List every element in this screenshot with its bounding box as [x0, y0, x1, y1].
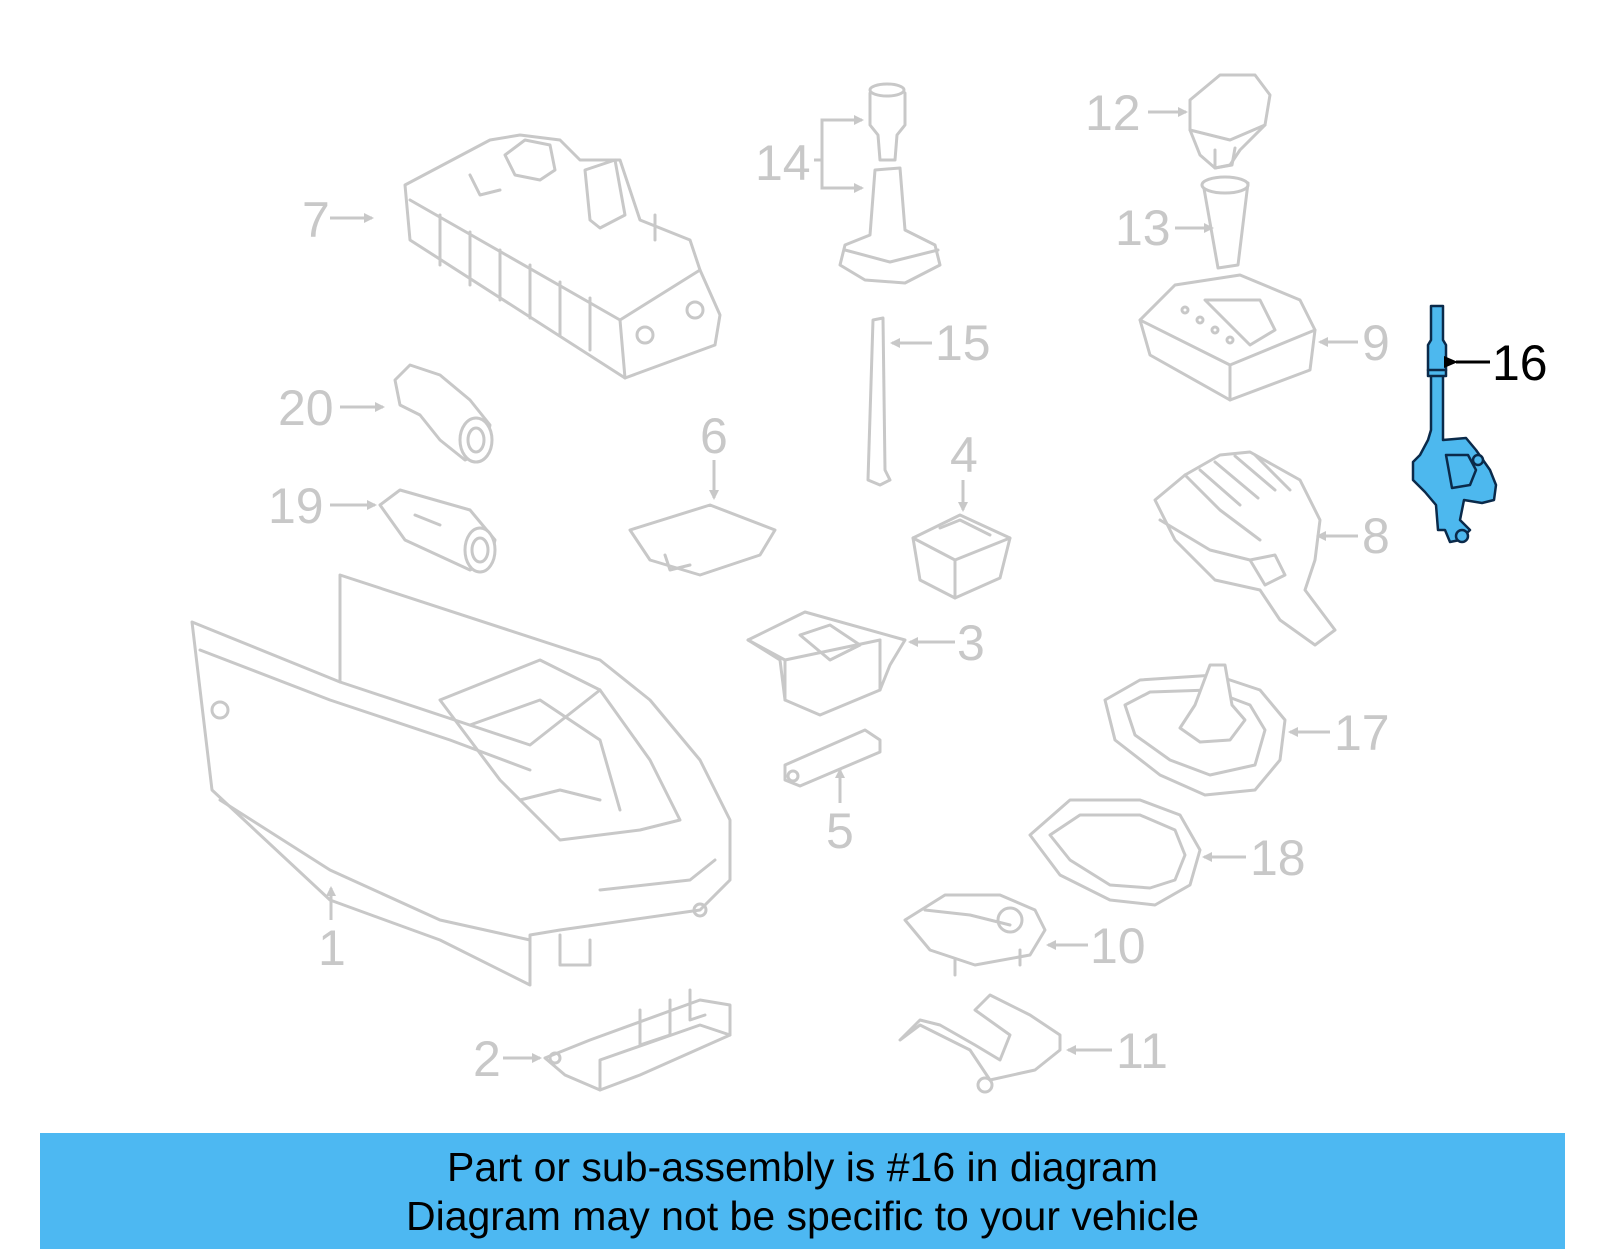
info-banner: Part or sub-assembly is #16 in diagram D… [40, 1133, 1565, 1249]
callout-16-highlighted: 16 [1444, 335, 1548, 391]
callout-3: 3 [908, 615, 985, 671]
svg-text:6: 6 [700, 408, 728, 464]
part-13-sleeve [1200, 175, 1250, 270]
svg-text:17: 17 [1334, 705, 1390, 761]
callout-13: 13 [1115, 200, 1214, 256]
part-3-tray [746, 610, 907, 717]
callout-2: 2 [473, 1031, 542, 1087]
svg-text:16: 16 [1492, 335, 1548, 391]
callout-1: 1 [318, 886, 346, 976]
svg-text:1: 1 [318, 920, 346, 976]
svg-text:15: 15 [935, 315, 991, 371]
part-15-rod [866, 316, 892, 487]
banner-line-2: Diagram may not be specific to your vehi… [405, 1193, 1199, 1239]
callout-12: 12 [1085, 85, 1188, 141]
callout-6: 6 [700, 408, 728, 500]
part-8-gate-cover [1153, 450, 1337, 647]
svg-text:8: 8 [1362, 508, 1390, 564]
part-11-frame [898, 993, 1062, 1094]
part-20-socket [393, 363, 494, 464]
part-19-lighter [378, 488, 497, 574]
callout-20: 20 [278, 380, 385, 436]
callout-9: 9 [1318, 315, 1390, 371]
svg-text:13: 13 [1115, 200, 1171, 256]
part-9-indicator-plate [1138, 273, 1317, 402]
part-12-knob [1188, 73, 1272, 170]
svg-text:18: 18 [1250, 830, 1306, 886]
callout-4: 4 [950, 427, 978, 512]
svg-text:7: 7 [302, 192, 330, 248]
callout-14: 14 [755, 115, 864, 193]
svg-text:10: 10 [1090, 918, 1146, 974]
part-2-bracket [543, 988, 732, 1092]
part-6-lid [628, 503, 777, 577]
svg-text:19: 19 [268, 478, 324, 534]
part-5-clip [783, 728, 882, 788]
part-16-shift-lever [1411, 304, 1498, 544]
callout-18: 18 [1202, 830, 1306, 886]
part-14-knob-boot [838, 82, 942, 285]
svg-text:11: 11 [1116, 1023, 1168, 1079]
callout-10: 10 [1046, 918, 1146, 974]
svg-text:4: 4 [950, 427, 978, 483]
part-4-box [911, 513, 1012, 600]
callout-5: 5 [826, 768, 854, 859]
callout-11: 11 [1066, 1023, 1168, 1079]
part-7-shifter-housing [403, 133, 722, 380]
part-10-cover [903, 893, 1047, 977]
part-1-center-console [190, 573, 732, 987]
part-18-trim [1028, 798, 1202, 907]
svg-text:12: 12 [1085, 85, 1141, 141]
svg-text:5: 5 [826, 803, 854, 859]
callout-8: 8 [1316, 508, 1390, 564]
svg-text:20: 20 [278, 380, 334, 436]
svg-text:14: 14 [755, 135, 811, 191]
callout-15: 15 [890, 315, 991, 371]
svg-text:9: 9 [1362, 315, 1390, 371]
banner-line-1: Part or sub-assembly is #16 in diagram [447, 1144, 1158, 1190]
part-17-bezel [1103, 663, 1287, 797]
svg-text:3: 3 [957, 615, 985, 671]
svg-text:2: 2 [473, 1031, 501, 1087]
callout-7: 7 [302, 192, 374, 248]
callout-19: 19 [268, 478, 377, 534]
callout-17: 17 [1288, 705, 1390, 761]
